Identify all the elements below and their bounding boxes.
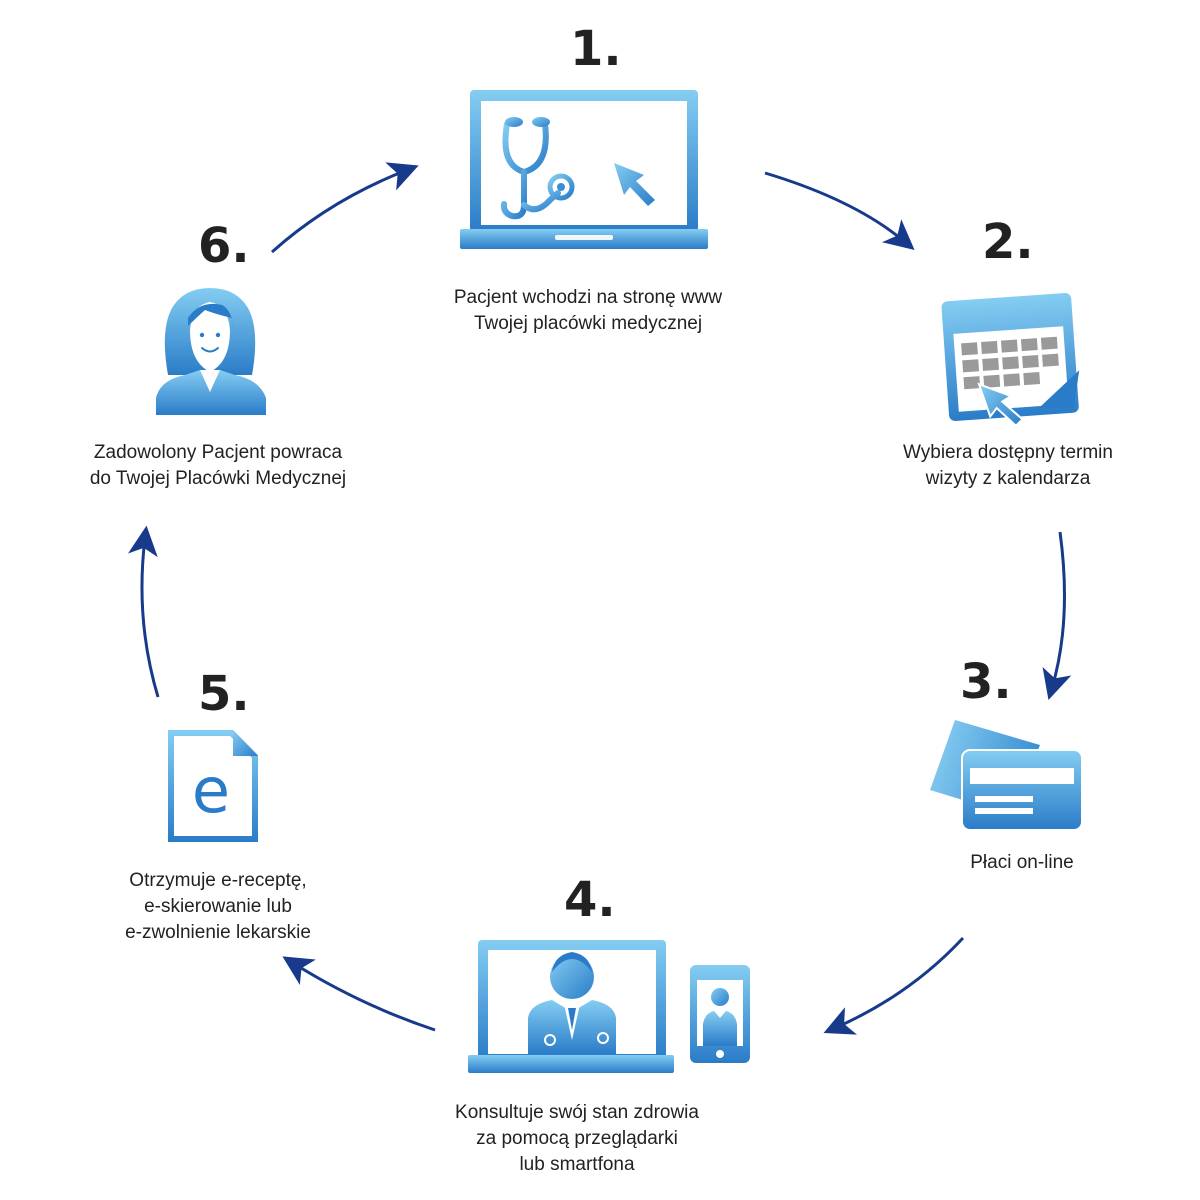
caption-line: Otrzymuje e-receptę, <box>129 870 307 891</box>
e-document-icon: e <box>168 730 258 842</box>
svg-text:e: e <box>192 754 230 827</box>
calendar-icon <box>941 293 1080 428</box>
caption-line: do Twojej Placówki Medycznej <box>89 468 347 489</box>
caption-line: Twojej placówki medycznej <box>473 313 703 334</box>
step-2-number: 2. <box>982 214 1034 270</box>
caption-line: lub smartfona <box>519 1154 635 1175</box>
step-6-caption: Zadowolony Pacjent powraca do Twojej Pla… <box>58 440 378 492</box>
caption-line: Zadowolony Pacjent powraca <box>93 442 343 463</box>
arrow-6-to-1 <box>270 162 419 254</box>
step-3-number: 3. <box>960 654 1012 710</box>
caption-line: Konsultuje swój stan zdrowia <box>455 1102 699 1123</box>
caption-line: wizyty z kalendarza <box>925 468 1091 489</box>
step-4-caption: Konsultuje swój stan zdrowia za pomocą p… <box>407 1100 747 1178</box>
step-6-number: 6. <box>198 218 250 274</box>
cycle-arrows <box>127 162 1072 1035</box>
credit-card-icon <box>930 720 1083 831</box>
arrow-3-to-4 <box>823 936 965 1035</box>
step-3-caption: Płaci on-line <box>922 850 1122 876</box>
arrow-4-to-5 <box>282 956 436 1032</box>
caption-line: Pacjent wchodzi na stronę www <box>453 287 723 308</box>
patient-woman-icon <box>156 288 266 415</box>
step-5-caption: Otrzymuje e-receptę, e-skierowanie lub e… <box>78 868 358 946</box>
step-1-caption: Pacjent wchodzi na stronę www Twojej pla… <box>388 285 788 337</box>
arrow-2-to-3 <box>1042 531 1072 700</box>
arrow-1-to-2 <box>764 171 915 251</box>
step-4-number: 4. <box>564 872 616 928</box>
step-5-number: 5. <box>198 666 250 722</box>
step-1-number: 1. <box>570 21 622 77</box>
arrow-5-to-6 <box>127 525 160 698</box>
caption-line: za pomocą przeglądarki <box>476 1128 678 1149</box>
laptop-stethoscope-icon <box>460 90 708 249</box>
step-2-caption: Wybiera dostępny termin wizyty z kalenda… <box>858 440 1158 492</box>
caption-line: e-zwolnienie lekarskie <box>125 922 311 943</box>
caption-line: Płaci on-line <box>970 852 1074 873</box>
doctor-video-call-icon <box>468 940 750 1073</box>
caption-line: e-skierowanie lub <box>144 896 292 917</box>
caption-line: Wybiera dostępny termin <box>903 442 1113 463</box>
